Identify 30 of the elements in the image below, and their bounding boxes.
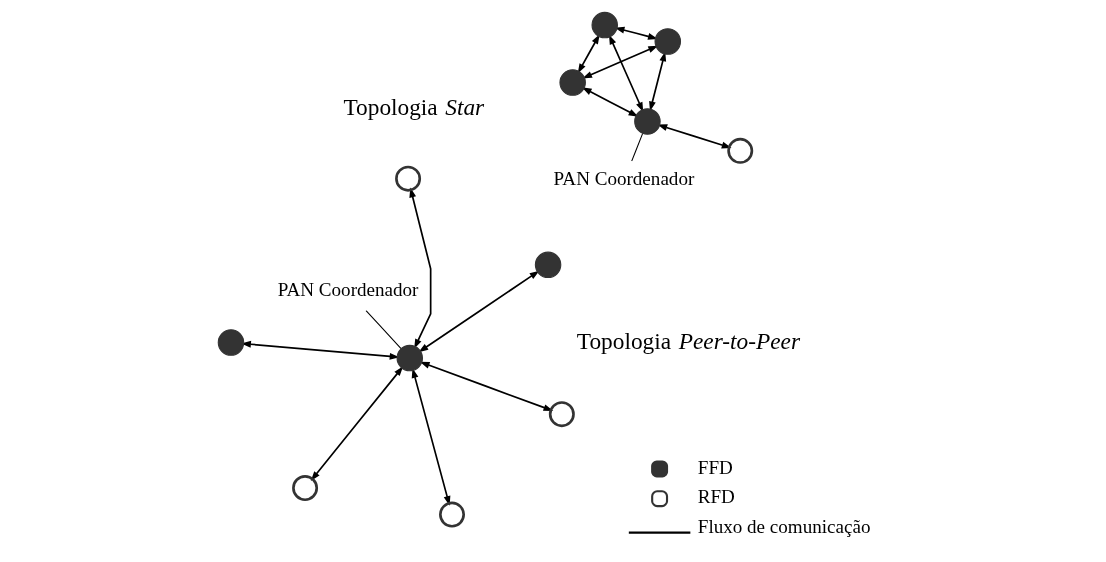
node-dot [558,69,586,96]
arrow [614,26,658,40]
node-dot [654,28,681,55]
node-dot [396,344,423,372]
node-circle [438,501,465,528]
arrow [411,368,450,506]
node-circle [548,401,575,428]
node-dot [633,108,661,135]
legend-label: RFD [697,486,735,508]
node-circle [726,137,753,164]
arrow [418,270,539,353]
label: Topologia Peer-to-Peer [576,327,800,354]
arrow [581,87,638,117]
label: Topologia Star [342,94,484,121]
node-dot [591,11,618,39]
node-dot [534,251,561,279]
node-text: PAN Coordenador [277,278,418,300]
arrow [648,51,666,112]
arrow [608,34,643,112]
legend-label: FFD [697,456,733,478]
arrow [310,366,403,481]
node-circle [291,475,318,502]
connector [630,132,643,162]
node-text: PAN Coordenador [553,168,694,190]
arrow [419,361,553,411]
legend-label: Fluxo de comunicação [697,516,871,538]
node-circle [394,165,421,192]
arrow [577,34,600,74]
connector [365,310,402,350]
node-dot [217,329,244,356]
